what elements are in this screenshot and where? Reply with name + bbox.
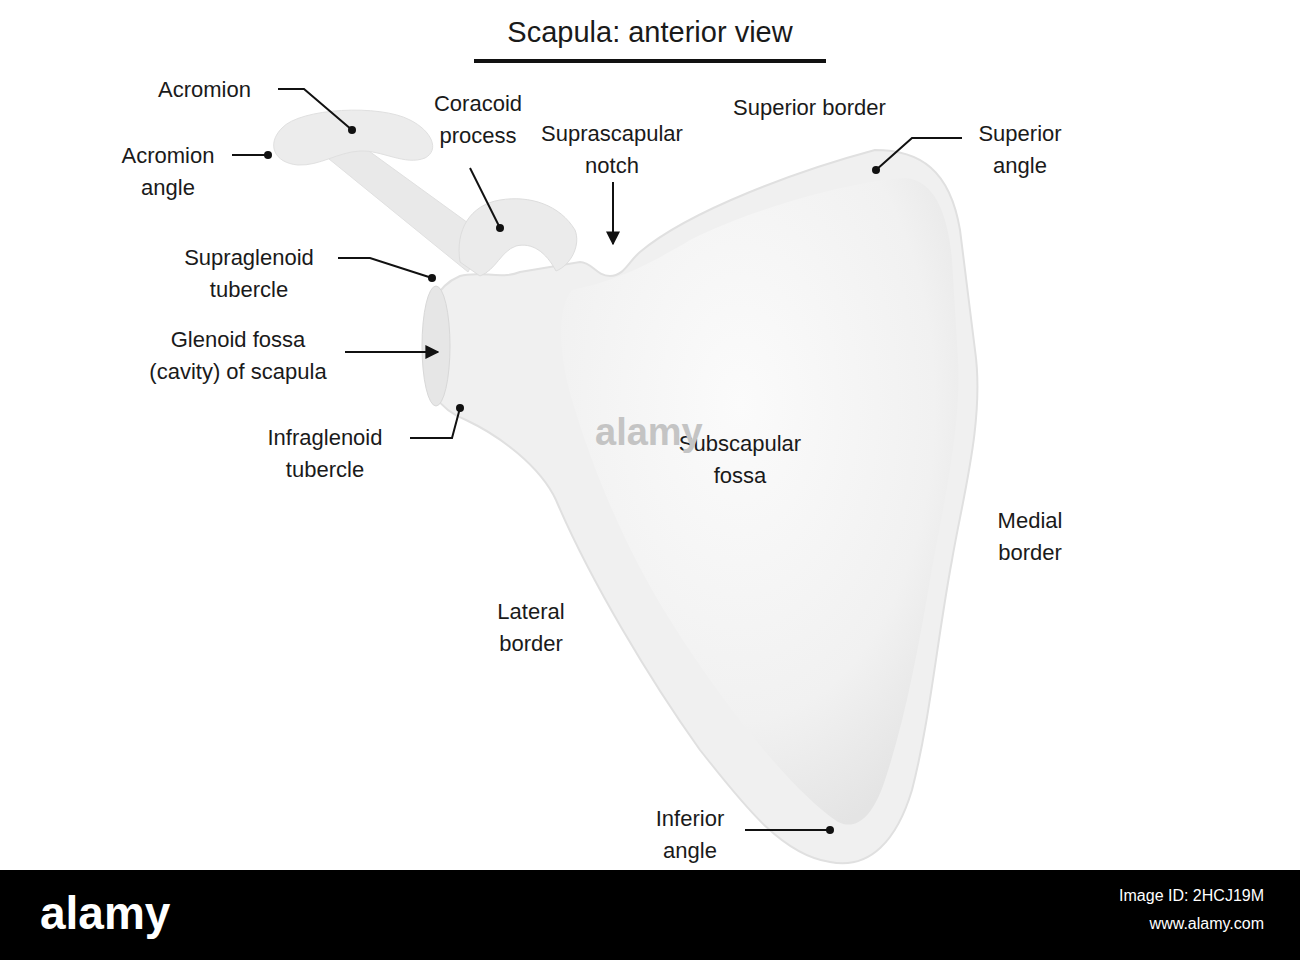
leader-lines [232, 89, 962, 830]
part-label: Medial border [980, 505, 1080, 569]
acromion-shape [274, 110, 433, 165]
footer-bar [0, 870, 1300, 960]
subscapular-fossa-shape [561, 178, 958, 825]
coracoid-shape [459, 199, 577, 276]
part-label: Suprascapular notch [532, 118, 692, 182]
part-label: Inferior angle [640, 803, 740, 867]
watermark: alamy [40, 884, 170, 942]
part-label: Coracoid process [418, 88, 538, 152]
title-underline [474, 59, 826, 63]
part-label: Infraglenoid tubercle [250, 422, 400, 486]
part-label: Glenoid fossa (cavity) of scapula [138, 324, 338, 388]
part-label: Superior border [733, 92, 886, 124]
part-label: Acromion [158, 74, 251, 106]
part-label: Lateral border [475, 596, 587, 660]
glenoid-shape [422, 286, 450, 406]
part-label: Superior angle [965, 118, 1075, 182]
footer-text: www.alamy.com [1150, 914, 1264, 934]
footer-text: Image ID: 2HCJ19M [1119, 886, 1264, 906]
watermark: alamy [595, 408, 703, 456]
scapula-body [424, 150, 977, 863]
part-label: Acromion angle [108, 140, 228, 204]
diagram-title: Scapula: anterior view [507, 14, 792, 50]
part-label: Supraglenoid tubercle [168, 242, 330, 306]
